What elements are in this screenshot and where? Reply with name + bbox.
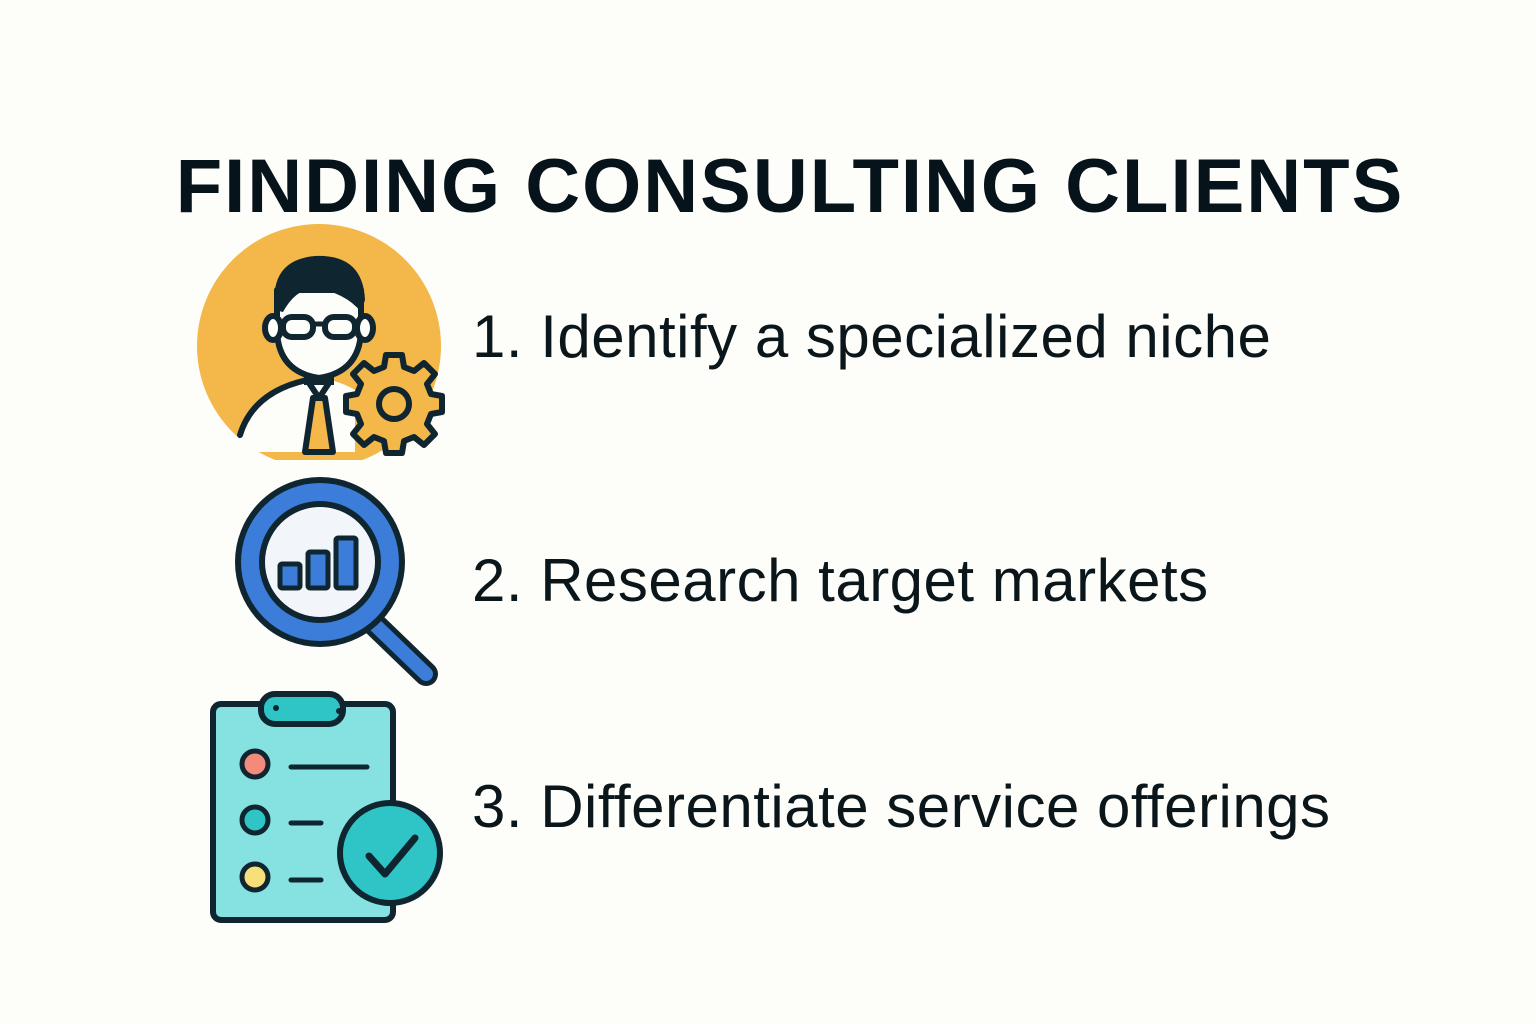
step-1-label: 1. Identify a specialized niche (472, 303, 1272, 370)
clipboard-checklist-icon (205, 688, 450, 928)
step-3-label: 3. Differentiate service offerings (472, 773, 1331, 840)
magnifying-glass-chart-icon (230, 472, 445, 687)
step-3: 3. Differentiate service offerings (0, 688, 1536, 928)
step-1: 1. Identify a specialized niche (0, 220, 1536, 460)
step-2: 2. Research target markets (0, 472, 1536, 687)
page-title: FINDING CONSULTING CLIENTS (175, 143, 1405, 229)
consultant-with-gear-icon (195, 220, 450, 460)
step-2-label: 2. Research target markets (472, 547, 1209, 614)
